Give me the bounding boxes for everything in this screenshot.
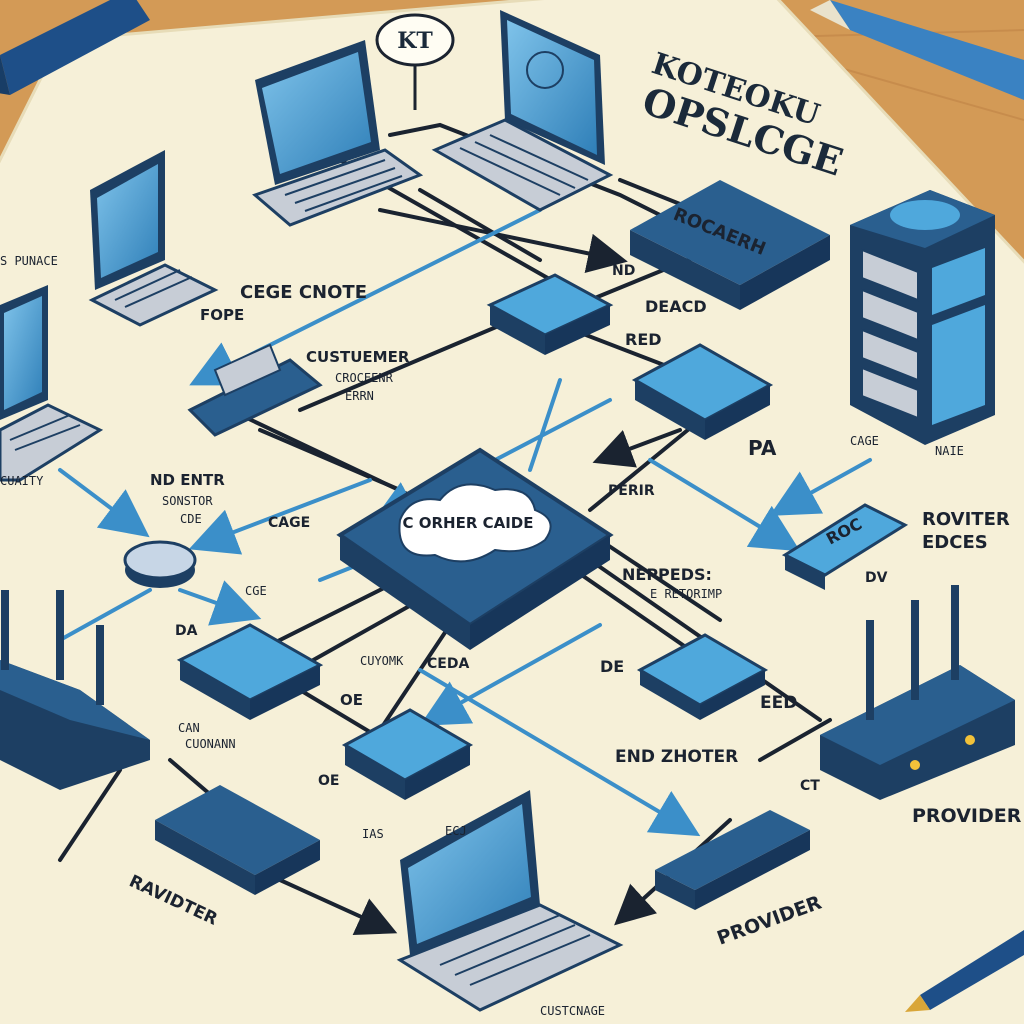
label-customer-sub1: CROCEENR [335,371,394,385]
label-de: DE [600,657,624,676]
label-naie: NAIE [935,444,964,458]
label-dead: DEACD [645,297,707,316]
label-cgce: CGE [245,584,267,598]
label-provider-right: PROVIDER [912,805,1022,827]
laptop-top-left [252,40,424,227]
laptop-top-center [431,10,614,212]
label-oe: OE [340,691,363,709]
switch-mid-left [176,623,324,720]
label-fope: FOPE [200,306,244,324]
label-roviter: ROVITER [922,509,1010,530]
label-nd-entr-sub2: CDE [180,512,202,526]
label-ecj: ECJ [445,824,467,838]
label-cuonann: CUONANN [185,737,236,751]
switch-top-center [486,273,614,355]
label-eed: EED [760,693,797,713]
central-gateway: C ORHER CAIDE [336,447,614,650]
label-customer-bottom: CUSTCNAGE [540,1004,605,1018]
label-nepped: NEPPEDS: [622,565,712,584]
wifi-router-right [820,585,1015,800]
laptop-bottom-center [396,790,624,1012]
label-dv: DV [865,570,888,586]
pen-top-left [0,0,150,95]
pen-bottom-right [905,930,1024,1012]
label-oe2: OE [318,773,339,789]
label-cege-cnote: CEGE CNOTE [240,282,367,303]
label-s-punace: S PUNACE [0,254,58,268]
switch-mid-right [636,633,769,720]
label-cuaity: CUAITY [0,474,44,488]
server-rack [850,190,995,445]
label-end-zhoter: END ZHOTER [615,747,738,767]
laptop-far-left [0,285,104,482]
label-red: RED [625,330,662,349]
label-perir: PERIR [608,483,655,499]
router-box-top-right: ROCAERH [630,180,830,310]
pen-top-right [810,0,1024,100]
switch-right [631,343,774,440]
modem-bottom-left [155,785,320,895]
label-pa: PA [748,436,777,460]
label-cnyomk: CUYOMK [360,654,404,668]
label-ias: IAS [362,827,384,841]
label-boeir: CAGE [268,515,310,531]
label-can: CAN [178,721,200,735]
label-customer-sub2: ERRN [345,389,374,403]
label-ceda: CEDA [427,656,469,672]
label-ct: CT [800,778,820,794]
cloud-label: C ORHER CAIDE [402,514,533,532]
label-nd: ND [612,263,635,279]
switch-mid-center [341,708,474,800]
patch-panel-left [187,343,323,437]
modem-bottom-right [655,810,810,910]
wifi-router-left [0,590,150,790]
label-customer: CUSTUEMER [306,348,410,366]
hub-left [123,540,197,588]
label-nepped-sub: E RETORIMP [650,587,722,601]
label-edces: EDCES [922,532,988,553]
speech-bubble: KT [375,13,455,110]
label-nd-entr: ND ENTR [150,471,225,489]
laptop-left-upper [88,150,219,327]
label-nd-entr-sub1: SONSTOR [162,494,213,508]
cloud-icon [398,483,552,563]
label-da: DA [175,623,198,639]
label-cage: CAGE [850,434,879,448]
bubble-text: KT [397,28,433,54]
